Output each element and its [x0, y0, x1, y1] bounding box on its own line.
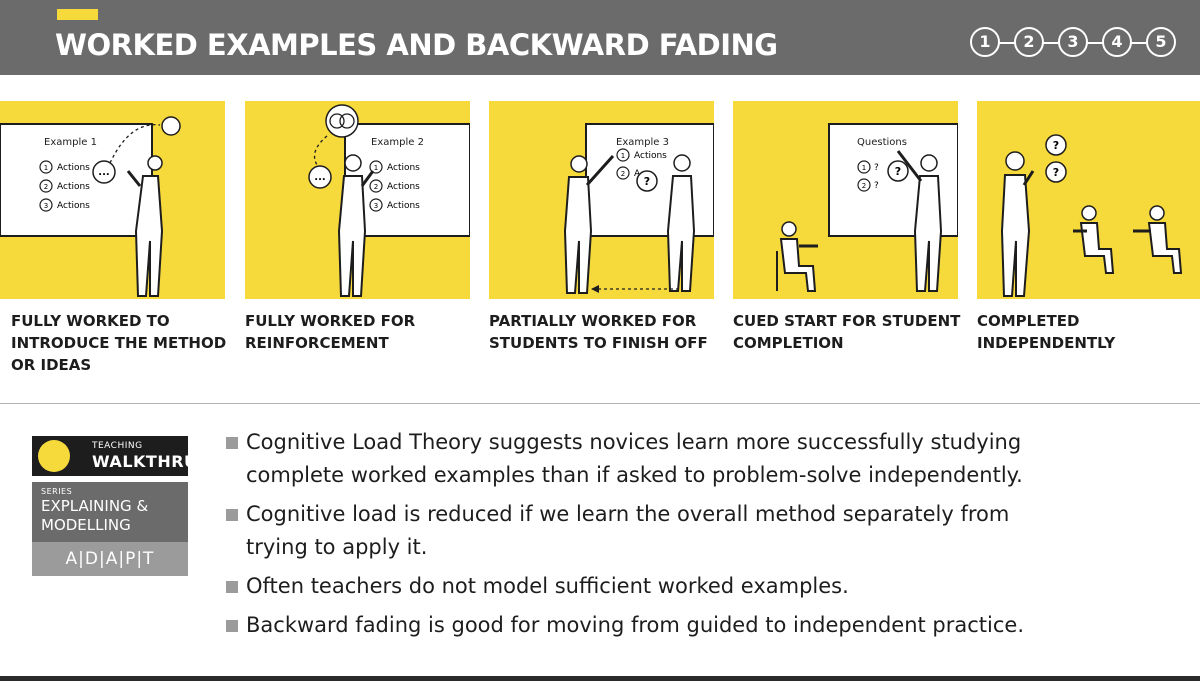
thought-bubble: ...: [98, 167, 109, 178]
item-number: 1: [862, 164, 866, 172]
board-title: Example 3: [616, 137, 669, 148]
step-5: 5: [1146, 27, 1176, 57]
board-item: Actions: [57, 182, 90, 192]
illustration-students-independent: ? ?: [1000, 134, 1183, 297]
logo-walkthrus-label: WALKTHRUS: [92, 452, 210, 471]
series-label: SERIES EXPLAINING & MODELLING: [32, 482, 188, 542]
board-item: ?: [874, 163, 879, 173]
caption-line: STUDENTS TO FINISH OFF: [489, 334, 708, 352]
bullet-text: Often teachers do not model sufficient w…: [246, 574, 849, 598]
caption-panel-5: COMPLETED INDEPENDENTLY: [977, 310, 1200, 354]
item-number: 2: [374, 183, 378, 191]
caption-line: OR IDEAS: [11, 356, 92, 374]
header-bar: WORKED EXAMPLES AND BACKWARD FADING 1 2 …: [0, 0, 1200, 75]
bullet-square-icon: [226, 509, 238, 521]
question-bubble: ?: [1053, 166, 1059, 179]
illustration-teacher-student-example-3: Example 3 1 Actions 2 A ?: [563, 123, 714, 294]
bullet-item: Cognitive load is reduced if we learn th…: [226, 498, 1186, 564]
bullet-text: trying to apply it.: [246, 535, 428, 559]
panel-fully-worked-reinforcement: Example 2 1 Actions 2 Actions 3 Actions …: [245, 101, 470, 299]
bullet-text: Cognitive load is reduced if we learn th…: [246, 502, 1010, 526]
item-number: 1: [621, 152, 625, 160]
caption-line: PARTIALLY WORKED FOR: [489, 312, 697, 330]
caption-line: INTRODUCE THE METHOD: [11, 334, 227, 352]
caption-line: FULLY WORKED TO: [11, 312, 170, 330]
bullet-item: Cognitive Load Theory suggests novices l…: [226, 426, 1186, 492]
caption-line: CUED START FOR STUDENT: [733, 312, 961, 330]
item-number: 2: [44, 183, 48, 191]
caption-panel-3: PARTIALLY WORKED FOR STUDENTS TO FINISH …: [489, 310, 724, 354]
illustration-teacher-questions: Questions 1 ? 2 ? ?: [776, 123, 958, 292]
step-2: 2: [1014, 27, 1044, 57]
header-accent: [57, 9, 98, 20]
caption-line: COMPLETED: [977, 312, 1080, 330]
logo-teaching-label: TEACHING: [92, 441, 143, 451]
item-number: 3: [374, 202, 378, 210]
bullet-square-icon: [226, 581, 238, 593]
step-4: 4: [1102, 27, 1132, 57]
series-name-line-2: MODELLING: [41, 516, 131, 534]
question-bubble: ?: [895, 165, 901, 178]
panel-partially-worked: Example 3 1 Actions 2 A ?: [489, 101, 714, 299]
adapt-label: A|D|A|P|T: [32, 542, 188, 576]
walkthrus-logo: TEACHING WALKTHRUS: [32, 436, 209, 476]
board-item: Actions: [634, 151, 667, 161]
bullet-text: Cognitive Load Theory suggests novices l…: [246, 430, 1022, 454]
caption-line: COMPLETION: [733, 334, 844, 352]
bullet-text: Backward fading is good for moving from …: [246, 613, 1024, 637]
bullet-square-icon: [226, 437, 238, 449]
board-title: Questions: [857, 137, 907, 148]
question-bubble: ?: [644, 175, 650, 188]
illustration-teacher-example-1: Example 1 1 Actions 2 Actions 3 Actions …: [0, 116, 181, 297]
caption-panel-4: CUED START FOR STUDENT COMPLETION: [733, 310, 968, 354]
board-title: Example 1: [44, 137, 97, 148]
section-divider: [0, 403, 1200, 404]
board-item: Actions: [387, 201, 420, 211]
panel-completed-independently: ? ?: [977, 101, 1200, 299]
bullet-item: Often teachers do not model sufficient w…: [226, 570, 1186, 603]
illustration-teacher-example-2: Example 2 1 Actions 2 Actions 3 Actions …: [308, 104, 470, 297]
board-title: Example 2: [371, 137, 424, 148]
item-number: 1: [44, 164, 48, 172]
board-item: ?: [874, 181, 879, 191]
bullet-list: Cognitive Load Theory suggests novices l…: [226, 426, 1186, 648]
series-tag: SERIES: [41, 487, 73, 496]
item-number: 2: [621, 170, 625, 178]
bullet-square-icon: [226, 620, 238, 632]
teacher-badge-icon: [38, 440, 70, 472]
panel-fully-worked-introduce: Example 1 1 Actions 2 Actions 3 Actions …: [0, 101, 225, 299]
caption-line: FULLY WORKED FOR: [245, 312, 416, 330]
panel-cued-start: Questions 1 ? 2 ? ?: [733, 101, 958, 299]
thought-bubble: ...: [314, 172, 325, 183]
item-number: 2: [862, 182, 866, 190]
footer-bar: [0, 676, 1200, 681]
step-indicator: 1 2 3 4 5: [970, 27, 1178, 59]
page-title: WORKED EXAMPLES AND BACKWARD FADING: [55, 28, 778, 62]
caption-panel-1: FULLY WORKED TO INTRODUCE THE METHOD OR …: [11, 310, 246, 376]
caption-line: INDEPENDENTLY: [977, 334, 1116, 352]
bullet-text: complete worked examples than if asked t…: [246, 463, 1023, 487]
step-1: 1: [970, 27, 1000, 57]
board-item: A: [634, 169, 641, 179]
board-item: Actions: [57, 163, 90, 173]
caption-panel-2: FULLY WORKED FOR REINFORCEMENT: [245, 310, 480, 354]
item-number: 1: [374, 164, 378, 172]
bullet-item: Backward fading is good for moving from …: [226, 609, 1186, 642]
board-item: Actions: [57, 201, 90, 211]
board-item: Actions: [387, 163, 420, 173]
question-bubble: ?: [1053, 139, 1059, 152]
series-name-line-1: EXPLAINING &: [41, 497, 149, 515]
step-3: 3: [1058, 27, 1088, 57]
caption-line: REINFORCEMENT: [245, 334, 389, 352]
item-number: 3: [44, 202, 48, 210]
board-item: Actions: [387, 182, 420, 192]
